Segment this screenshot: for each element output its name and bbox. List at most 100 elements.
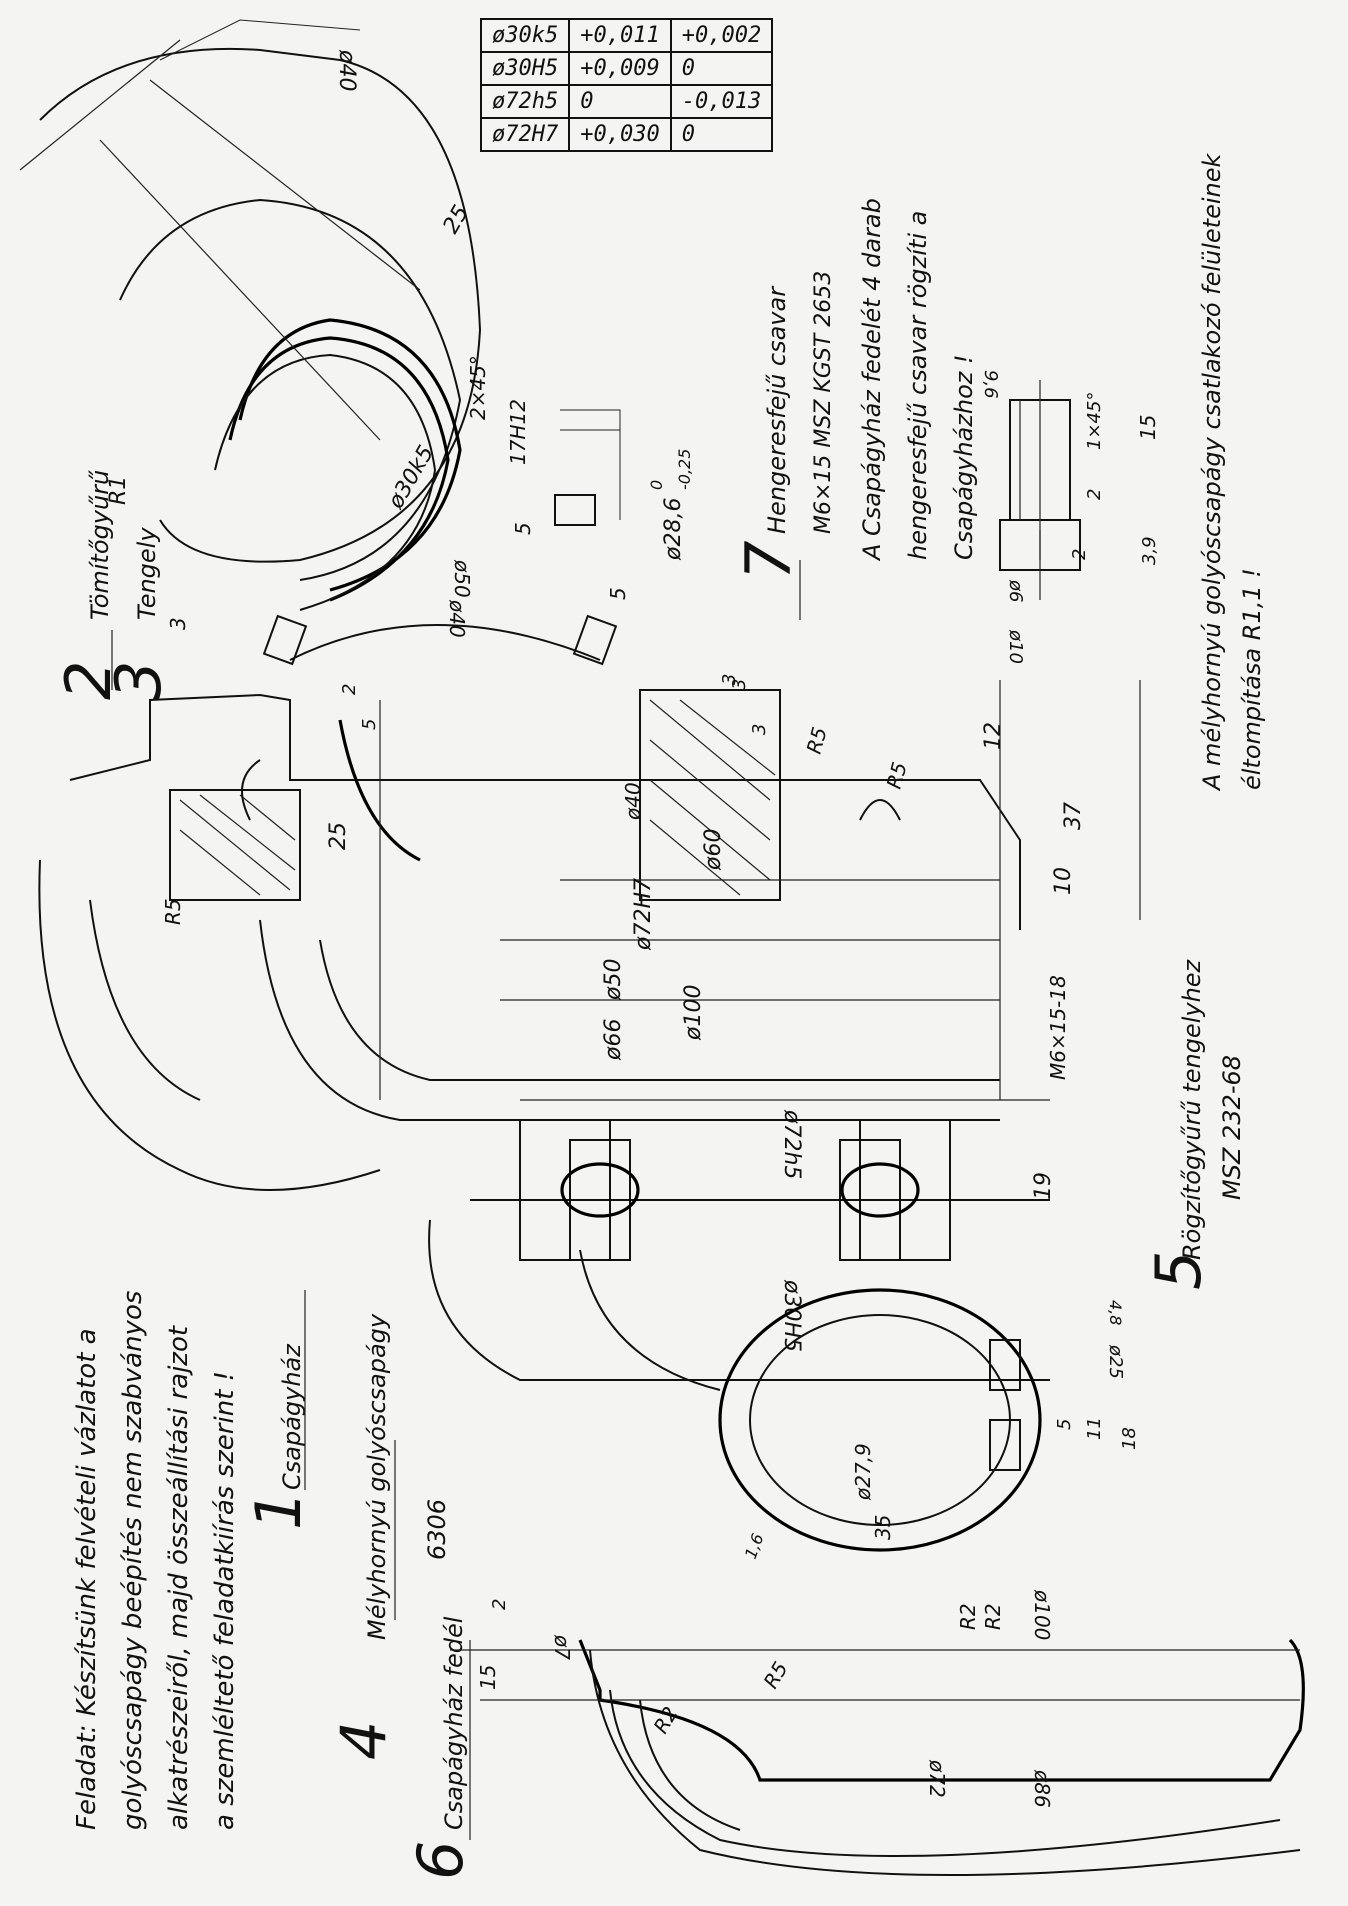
screw-dim-15: 15	[1136, 415, 1160, 440]
edge-note-line-1: A mélyhornyú golyóscsapágy csatlakozó fe…	[1198, 153, 1226, 793]
groove-detail-section	[554, 494, 596, 526]
shaft-dim-r1: R1	[106, 476, 131, 505]
part-7-designation: M6×15 MSZ KGST 2653	[811, 271, 836, 534]
shaft-dim-5a: 5	[511, 522, 535, 535]
shaft-dim-tol-upper: 0	[647, 480, 666, 490]
shaft-dim-d40: ø40	[334, 49, 359, 91]
screw-detail: 9,6 1×45° 15 2 2 3,9 ø6 ø10	[980, 370, 1160, 664]
cover-dim-d7: ø7	[550, 1634, 574, 1660]
cover-dim-r2: R2	[649, 1702, 683, 1737]
screw-dim-d10: ø10	[1005, 629, 1026, 664]
groove-detail-sketch	[560, 409, 621, 520]
housing-dim-d40: ø40	[621, 782, 645, 821]
part-1-number: 1	[242, 1491, 315, 1530]
housing-section: 25 R5 ø66 ø50 ø100 ø72H7 ø60 ø40 2 5 3 3…	[38, 674, 1141, 1191]
hatch-line	[179, 799, 291, 891]
part-6-label: 6 Csapágyház fedél	[404, 1616, 477, 1880]
seal-section-bottom	[572, 614, 618, 666]
task-line-1: Feladat: Készítsünk felvételi vázlatot a	[72, 1328, 102, 1830]
housing-dim-37: 37	[1061, 802, 1086, 830]
housing-dim-12: 12	[981, 722, 1006, 750]
tolerance-cell-upper: 0	[568, 84, 672, 119]
ring-dim-1-6: 1,6	[741, 1531, 768, 1561]
shaft-construction-line-1	[19, 39, 181, 171]
part-3-name-group: Tengely	[133, 527, 161, 620]
screw-dim-d6: ø6	[1005, 579, 1026, 602]
hatch-line	[179, 829, 261, 896]
ring-dim-11: 11	[1084, 1417, 1105, 1440]
shaft-centerline	[99, 139, 381, 441]
cover-dim-15: 15	[476, 1665, 500, 1690]
part-2-number: 2	[52, 661, 125, 700]
part-4-name: Mélyhornyú golyóscsapágy	[363, 1313, 391, 1640]
shaft-end	[214, 353, 437, 611]
housing-bore-curve	[259, 919, 1000, 1121]
ring-dim-4-8: 4,8	[1106, 1300, 1125, 1325]
part-7-name: Hengeresfejű csavar	[763, 285, 791, 534]
part-3-number: 3	[102, 661, 175, 700]
screw-note: A Csapágyház fedelét 4 darab hengeresfej…	[858, 198, 978, 562]
housing-hatch-region-1	[169, 789, 301, 901]
bearing-outer-race-top	[519, 1119, 611, 1261]
cover-dim-2: 2	[489, 1599, 510, 1610]
edge-note: A mélyhornyú golyóscsapágy csatlakozó fe…	[1198, 153, 1266, 793]
part-3-name: Tengely	[133, 527, 161, 620]
housing-outer-curve	[38, 859, 381, 1191]
seal-section-top	[262, 614, 308, 666]
housing-dim-2: 2	[339, 684, 360, 695]
tolerance-cell-fit: ø72h5	[479, 84, 571, 119]
part-4-designation: 6306	[423, 1499, 451, 1560]
screw-dim-3-9: 3,9	[1139, 536, 1160, 565]
task-line-4: a szemléltető feladatkiírás szerint !	[210, 1371, 240, 1830]
shaft-dim-d40-b: ø40	[445, 599, 469, 638]
hatch-line	[679, 699, 776, 776]
seal-ring-arc	[289, 624, 601, 661]
cover-dim-r2b: R2	[956, 1603, 980, 1630]
tolerance-cell-fit: ø72H7	[479, 117, 571, 152]
housing-hatch-region-2	[639, 689, 781, 901]
ring-dim-d27-9: ø27,9	[851, 1443, 875, 1501]
shaft-sketch: ø40 25 2×45° 17H12 ø28,6 0 -0,25 ø30k5 5…	[19, 19, 694, 638]
housing-dim-25: 25	[326, 822, 351, 850]
ring-lug-bottom	[989, 1419, 1021, 1471]
screw-dim-2b: 2	[1069, 549, 1090, 560]
shaft-dim-d50: ø50	[450, 559, 474, 598]
bearing-cage-arc	[579, 1249, 721, 1391]
ring-lug-top	[989, 1339, 1021, 1391]
screw-note-line-1: A Csapágyház fedelét 4 darab	[858, 198, 886, 562]
ring-dim-d25: ø25	[1105, 1344, 1126, 1379]
housing-outline-top	[69, 693, 1021, 930]
part-5-name: Rögzítőgyűrű tengelyhez	[1178, 958, 1206, 1260]
part-3-label-number: 3	[102, 661, 175, 700]
tolerance-cell-upper: +0,011	[568, 18, 672, 53]
hatch-line	[199, 794, 296, 871]
tolerance-cell-lower: 0	[669, 117, 774, 152]
cover-section: ø7 2 15 R2 R5 R2 R2 ø100 ø86 ø72	[450, 1589, 1305, 1876]
cover-dim-d86: ø86	[1030, 1769, 1054, 1808]
housing-dim-5: 5	[359, 719, 380, 730]
part-7-label: 7 Hengeresfejű csavar M6×15 MSZ KGST 265…	[732, 271, 836, 580]
bearing-inner-race-bottom	[839, 1139, 901, 1261]
task-text: Feladat: Készítsünk felvételi vázlatot a…	[72, 1291, 240, 1830]
part-5-number: 5	[1142, 1251, 1215, 1290]
housing-screw-hole-1	[241, 759, 261, 821]
edge-note-line-2: éltompítása R1,1 !	[1238, 568, 1266, 790]
ring-dim-18: 18	[1119, 1427, 1140, 1450]
screw-note-line-3: Csapágyházhoz !	[950, 354, 978, 560]
bearing-section: ø72h5 ø30H5 19	[428, 1099, 1056, 1391]
cover-dim-r5: R5	[759, 1657, 793, 1692]
hatch-line	[239, 794, 296, 841]
part-6-name: Csapágyház fedél	[440, 1616, 468, 1830]
shaft-dim-tol-lower: -0,25	[675, 449, 694, 490]
housing-dim-10: 10	[1051, 867, 1076, 895]
ring-dim-5: 5	[1054, 1419, 1075, 1430]
housing-inner-curve	[89, 899, 201, 1101]
shaft-dim-17h12: 17H12	[506, 399, 530, 465]
housing-dim-3c: 3	[719, 674, 740, 685]
cover-dim-r2c: R2	[981, 1603, 1005, 1630]
cover-dim-d100: ø100	[1030, 1589, 1054, 1640]
shaft-dim-3: 3	[166, 617, 190, 630]
